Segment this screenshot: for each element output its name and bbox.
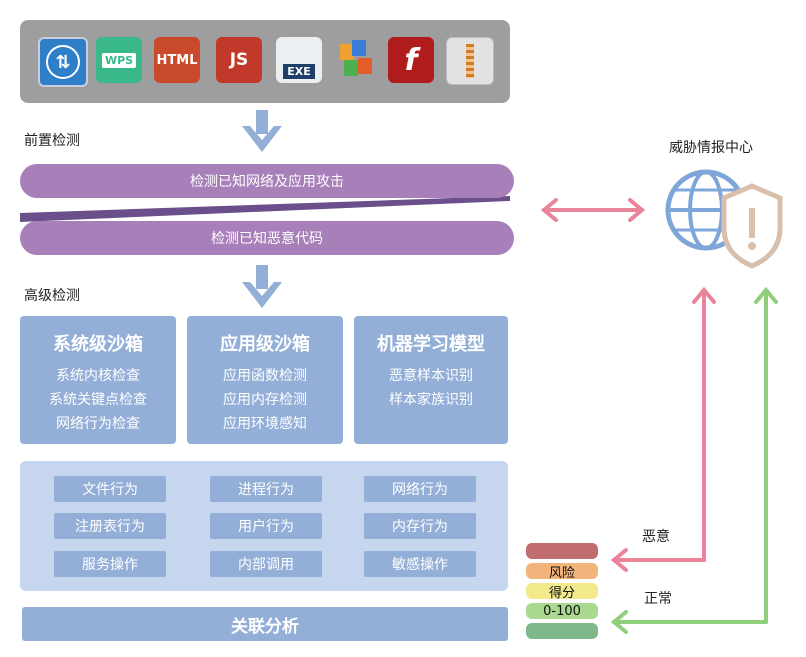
malicious-path — [610, 286, 716, 572]
score-level-high — [526, 543, 598, 559]
behavior-chip: 用户行为 — [210, 513, 322, 539]
correlation-analysis-bar: 关联分析 — [22, 607, 508, 641]
score-level-3: 0-100 — [526, 603, 598, 619]
office-docs-icon — [334, 37, 380, 83]
advanced-detect-label: 高级检测 — [24, 288, 80, 304]
flash-file-icon: f — [388, 37, 434, 83]
box-title: 应用级沙箱 — [220, 334, 310, 355]
score-level-low — [526, 623, 598, 639]
html-file-icon: HTML — [154, 37, 200, 83]
behavior-chip: 进程行为 — [210, 476, 322, 502]
behavior-chip: 注册表行为 — [54, 513, 166, 539]
bidirectional-arrow-icon — [540, 198, 646, 222]
app-sandbox-box: 应用级沙箱 应用函数检测 应用内存检测 应用环境感知 — [187, 316, 343, 444]
score-level-1: 风险 — [526, 563, 598, 581]
box-title: 系统级沙箱 — [53, 334, 143, 355]
box-line: 系统关键点检查 — [49, 392, 147, 408]
js-file-icon: JS — [216, 37, 262, 83]
wps-file-icon: WPS — [96, 37, 142, 83]
behavior-chip: 服务操作 — [54, 551, 166, 577]
box-title: 机器学习模型 — [377, 334, 485, 355]
band-connector — [20, 196, 510, 222]
behavior-chip: 文件行为 — [54, 476, 166, 502]
normal-path — [610, 286, 778, 634]
box-line: 网络行为检查 — [56, 416, 140, 432]
malicious-label: 恶意 — [642, 529, 670, 545]
pre-detect-label: 前置检测 — [24, 133, 80, 149]
exe-file-icon: EXE — [276, 37, 322, 83]
ml-model-box: 机器学习模型 恶意样本识别 样本家族识别 — [354, 316, 508, 444]
down-arrow-icon — [242, 265, 282, 308]
behavior-chip: 敏感操作 — [364, 551, 476, 577]
threat-center-label: 威胁情报中心 — [669, 140, 753, 156]
box-line: 应用内存检测 — [223, 392, 307, 408]
installer-app-icon: ⇅ — [38, 37, 88, 87]
behavior-chip: 网络行为 — [364, 476, 476, 502]
behavior-panel: 文件行为 进程行为 网络行为 注册表行为 用户行为 内存行为 服务操作 内部调用… — [20, 461, 508, 591]
behavior-chip: 内存行为 — [364, 513, 476, 539]
box-line: 系统内核检查 — [56, 368, 140, 384]
file-types-bar: ⇅ WPS HTML JS EXE f — [20, 20, 510, 103]
box-line: 样本家族识别 — [389, 392, 473, 408]
behavior-chip: 内部调用 — [210, 551, 322, 577]
normal-label: 正常 — [644, 591, 672, 607]
score-level-2: 得分 — [526, 583, 598, 601]
zip-archive-icon — [446, 37, 494, 85]
down-arrow-icon — [242, 110, 282, 152]
known-malware-detection-band: 检测已知恶意代码 — [20, 221, 514, 255]
known-attack-detection-band: 检测已知网络及应用攻击 — [20, 164, 514, 198]
box-line: 恶意样本识别 — [389, 368, 473, 384]
system-sandbox-box: 系统级沙箱 系统内核检查 系统关键点检查 网络行为检查 — [20, 316, 176, 444]
box-line: 应用环境感知 — [223, 416, 307, 432]
globe-shield-icon — [665, 169, 783, 269]
box-line: 应用函数检测 — [223, 368, 307, 384]
